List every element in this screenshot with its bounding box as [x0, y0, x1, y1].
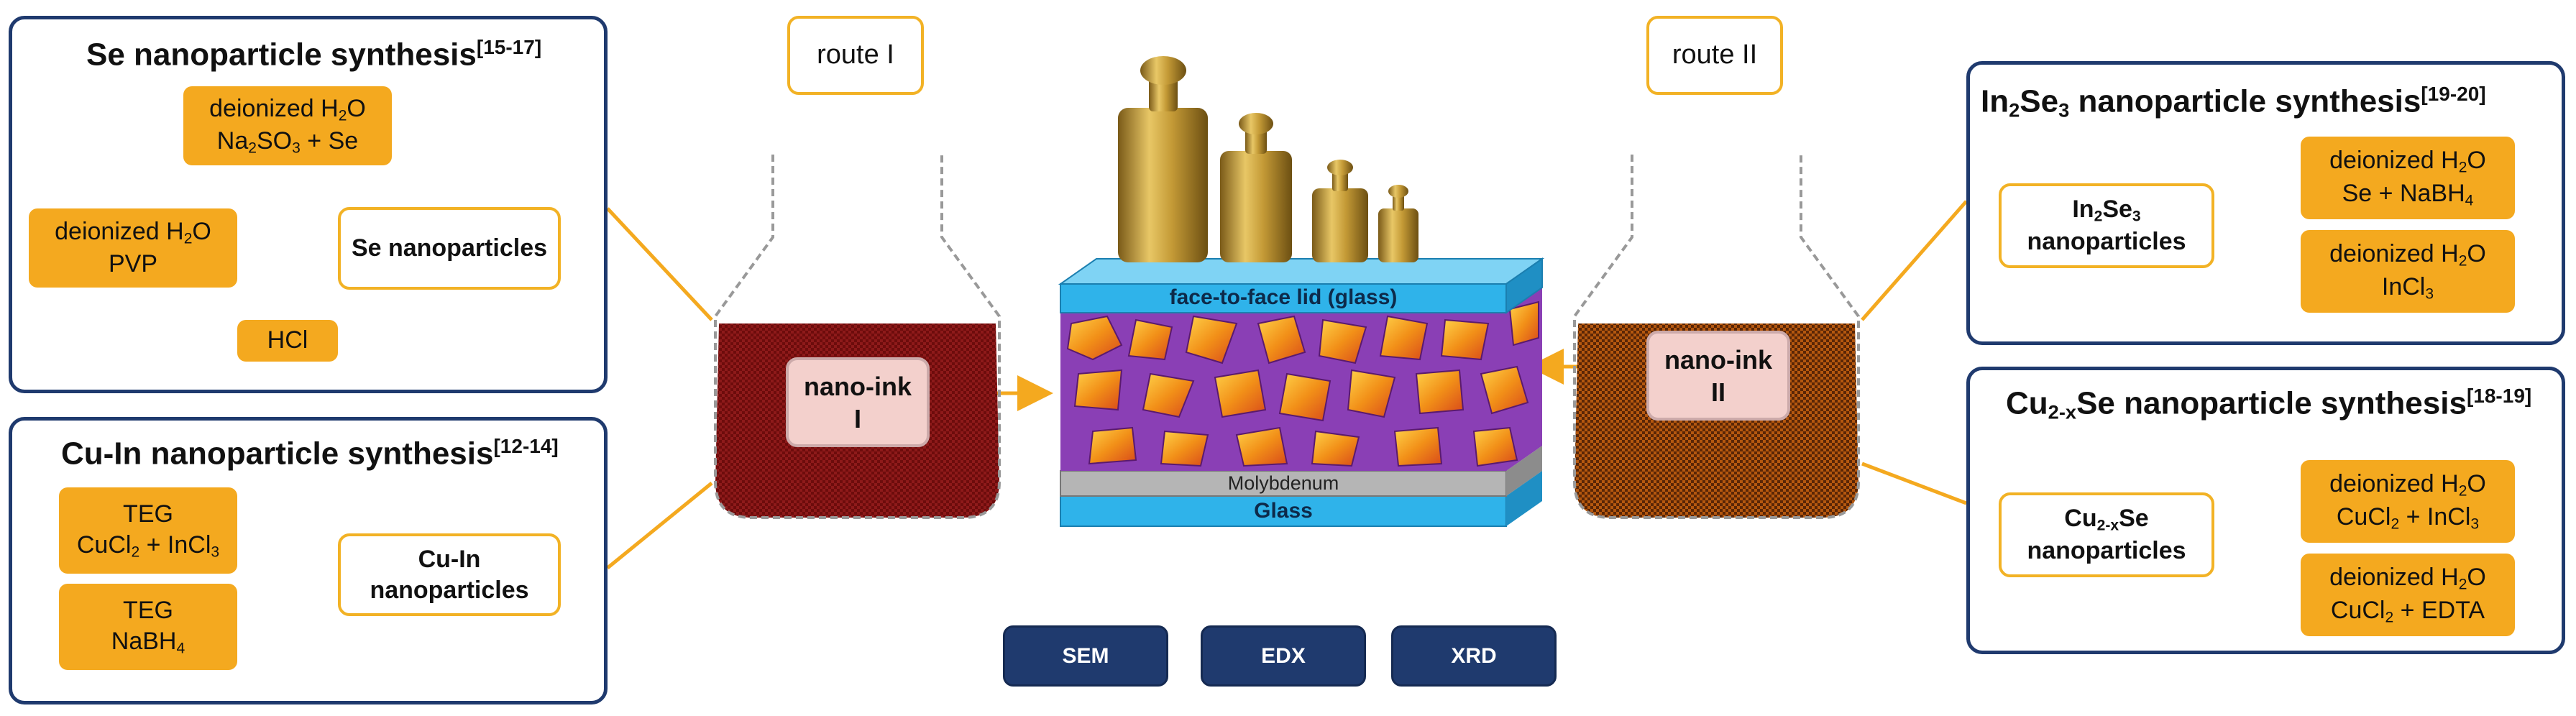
se-water-pvp-box: deionized H2O PVP — [29, 208, 237, 288]
cu2xse-nanoparticles-product: Cu2-xSe nanoparticles — [1999, 492, 2214, 577]
se-water-sulfite-box: deionized H2O Na2SO3 + Se — [183, 86, 392, 165]
connector-cu2xse-flask — [1861, 462, 1967, 505]
se-panel-title: Se nanoparticle synthesis[15-17] — [86, 36, 542, 73]
cuin-teg-nabh4-box: TEG NaBH4 — [59, 584, 237, 670]
se-nanoparticles-product: Se nanoparticles — [338, 207, 561, 290]
route-2-label: route II — [1646, 16, 1783, 95]
sem-button[interactable]: SEM — [1003, 625, 1168, 687]
connector-in2se3-flask — [1861, 200, 1968, 321]
cu2xse-water-chlorides-box: deionized H2O CuCl2 + InCl3 — [2301, 460, 2515, 543]
route-1-label: route I — [787, 16, 924, 95]
edx-button[interactable]: EDX — [1201, 625, 1366, 687]
connector-cuin-flask — [606, 482, 713, 569]
in2se3-water-incl3-box: deionized H2O InCl3 — [2301, 230, 2515, 313]
in2se3-panel-title: In2Se3 nanoparticle synthesis[19-20] — [1981, 83, 2486, 121]
cuin-nanoparticles-product: Cu-In nanoparticles — [338, 533, 561, 616]
brass-weights — [1118, 56, 1418, 262]
molybdenum-label: Molybdenum — [1227, 472, 1339, 494]
lid-label: face-to-face lid (glass) — [1169, 285, 1398, 309]
se-hcl-box: HCl — [237, 320, 338, 362]
xrd-button[interactable]: XRD — [1391, 625, 1557, 687]
glass-label: Glass — [1254, 499, 1313, 523]
cuin-teg-chlorides-box: TEG CuCl2 + InCl3 — [59, 487, 237, 574]
cu2xse-panel-title: Cu2-xSe nanoparticle synthesis[18-19] — [2006, 385, 2532, 423]
in2se3-water-se-box: deionized H2O Se + NaBH4 — [2301, 137, 2515, 219]
in2se3-nanoparticles-product: In2Se3 nanoparticles — [1999, 183, 2214, 268]
connector-se-flask — [606, 207, 713, 321]
cu2xse-water-edta-box: deionized H2O CuCl2 + EDTA — [2301, 554, 2515, 636]
cuin-panel-title: Cu-In nanoparticle synthesis[12-14] — [61, 435, 559, 472]
